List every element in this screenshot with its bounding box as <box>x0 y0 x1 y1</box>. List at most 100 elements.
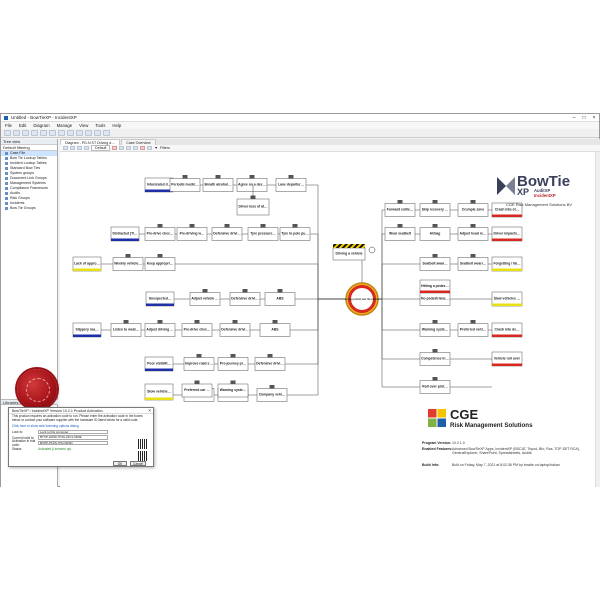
barrier-box[interactable]: Seatbelt awar… <box>419 254 451 271</box>
export-icon[interactable] <box>147 145 153 151</box>
layout-icon[interactable] <box>119 145 125 151</box>
barrier-box[interactable]: Roll over prot… <box>419 377 451 394</box>
undo-icon[interactable] <box>67 130 74 136</box>
barrier-box[interactable]: Pre-drive chec… <box>144 224 176 241</box>
lock-select[interactable]: Lock to this computer <box>38 429 108 435</box>
threat-box[interactable]: Slippery roa… <box>72 322 102 338</box>
zoom-in-icon[interactable] <box>77 145 82 151</box>
tab-diagram[interactable]: Diagram - PD-N ST Driving a ... <box>60 139 121 145</box>
barrier-box[interactable]: ABS <box>259 320 291 337</box>
barrier-box[interactable]: Preferred vehi… <box>457 320 489 337</box>
paste-icon[interactable] <box>58 130 65 136</box>
menu-manage[interactable]: Manage <box>56 123 73 128</box>
top-event-circle[interactable] <box>348 285 376 313</box>
print-icon[interactable] <box>31 130 38 136</box>
consequence-box[interactable]: Vehicle roll over <box>491 351 523 367</box>
report-icon[interactable] <box>94 130 101 136</box>
barrier-box[interactable]: Skip recovery … <box>419 200 451 217</box>
tree-item[interactable]: Bow Tie Lookup Tables <box>1 156 57 161</box>
barrier-box[interactable]: Adjust driving … <box>144 320 176 337</box>
collapse-icon[interactable] <box>133 145 139 151</box>
tree-item[interactable]: Case File <box>1 151 57 156</box>
barrier-box[interactable]: Defensive drivi… <box>219 320 251 337</box>
barrier-box[interactable]: Tyre to pole pu… <box>279 224 311 241</box>
barrier-box[interactable]: Defensive drivi… <box>229 289 261 306</box>
barrier-box[interactable]: Wear seatbelt <box>384 224 416 241</box>
escalation-box[interactable]: Hitting a pedes… <box>419 279 451 294</box>
barrier-box[interactable]: Seatbelt weari… <box>457 254 489 271</box>
barrier-box[interactable]: Pre-journey pl… <box>217 354 249 371</box>
ok-button[interactable]: OK <box>113 461 127 466</box>
consequence-box[interactable]: Driver impacts… <box>491 226 523 242</box>
tree-item[interactable]: System groups <box>1 171 57 176</box>
tree-item[interactable]: Compliance Framework <box>1 186 57 191</box>
menu-help[interactable]: Help <box>112 123 122 128</box>
filter-select[interactable]: Default filtering <box>1 145 57 151</box>
tree-item[interactable]: Management Systems <box>1 181 57 186</box>
new-icon[interactable] <box>4 130 11 136</box>
barrier-box[interactable]: Defensive drivi… <box>211 224 243 241</box>
tree-item[interactable]: Incident Lookup Tables <box>1 161 57 166</box>
activation-code-field[interactable]: BXPP-P1DS-7DLQ3D91 <box>38 440 108 446</box>
barrier-box[interactable]: Breath alcohol… <box>202 175 234 192</box>
threat-box[interactable]: Unexpected… <box>145 291 175 307</box>
threat-box[interactable]: Distracted (Ti… <box>110 226 140 242</box>
consequence-box[interactable]: Crash into de… <box>491 322 523 338</box>
close-icon[interactable]: × <box>592 114 596 121</box>
barrier-box[interactable]: Lane departur… <box>275 175 307 192</box>
cancel-button[interactable]: Cancel <box>130 461 146 466</box>
settings-icon[interactable] <box>103 130 110 136</box>
tab-case-overview[interactable]: Case Overview <box>121 139 156 145</box>
copy-icon[interactable] <box>49 130 56 136</box>
vertical-scrollbar[interactable] <box>595 152 600 487</box>
menu-tools[interactable]: Tools <box>95 123 106 128</box>
tree-item[interactable]: Audits <box>1 191 57 196</box>
barrier-box[interactable]: Adjust head re… <box>457 224 489 241</box>
menu-file[interactable]: File <box>5 123 12 128</box>
consequence-box[interactable]: Crash into ot… <box>491 202 523 218</box>
menu-view[interactable]: View <box>79 123 89 128</box>
barrier-box[interactable]: Listen to weat… <box>110 320 142 337</box>
cut-icon[interactable] <box>40 130 47 136</box>
barrier-box[interactable]: Adjust vehicle … <box>189 289 221 306</box>
threat-box[interactable]: Intoxicated d… <box>144 177 174 193</box>
redo-icon[interactable] <box>76 130 83 136</box>
barrier-box[interactable]: Warning syste… <box>217 380 249 398</box>
barrier-box[interactable]: Competence in… <box>419 349 451 366</box>
tree-item[interactable]: Standard Bow Ties <box>1 166 57 171</box>
barrier-box[interactable]: Company vehi… <box>256 385 288 402</box>
threat-box[interactable]: Poor visibilit… <box>144 356 174 372</box>
find-icon[interactable] <box>85 130 92 136</box>
tree-item[interactable]: Incidents <box>1 201 57 206</box>
barrier-box[interactable]: Periodic medic… <box>169 175 201 192</box>
barrier-box[interactable]: ABS <box>264 289 296 306</box>
barrier-box[interactable]: Keep appropri… <box>144 254 176 271</box>
highlight-icon[interactable] <box>112 145 118 151</box>
consequence-box[interactable]: Forgetting / fai… <box>491 256 523 272</box>
barrier-box[interactable]: Tyre pressure… <box>247 224 279 241</box>
threat-box[interactable]: Slow vehicle… <box>144 383 174 401</box>
barrier-box[interactable]: Warning syste… <box>419 320 451 337</box>
tree-item[interactable]: Bow Tie Groups <box>1 206 57 211</box>
save-icon[interactable] <box>22 130 29 136</box>
tree-item[interactable]: Document Link Groups <box>1 176 57 181</box>
expand-icon[interactable] <box>126 145 132 151</box>
tree-item[interactable]: Risk Groups <box>1 196 57 201</box>
maximize-icon[interactable]: □ <box>582 114 586 121</box>
zoom-out-icon[interactable] <box>84 145 89 151</box>
barrier-box[interactable]: Preferred car … <box>181 380 213 398</box>
hand-icon[interactable] <box>70 145 75 151</box>
barrier-box[interactable]: Forward collis… <box>384 200 416 217</box>
hazard-box[interactable]: Driving a vehicle <box>332 247 366 261</box>
menu-edit[interactable]: Edit <box>18 123 27 128</box>
barrier-box[interactable]: Agree on a des… <box>236 175 268 192</box>
barrier-box[interactable]: Pre-drive chec… <box>181 320 213 337</box>
barrier-box[interactable]: Defensive drivi… <box>254 354 286 371</box>
barrier-box[interactable]: Pre-driving w… <box>176 224 208 241</box>
zoom-select[interactable]: Default <box>91 145 111 151</box>
escalation-icon[interactable] <box>140 145 146 151</box>
barrier-box[interactable]: Airbag <box>419 224 451 241</box>
filter-icon[interactable]: ▼ <box>154 146 158 150</box>
open-icon[interactable] <box>13 130 20 136</box>
consequence-box[interactable]: Slow vehicles … <box>491 291 523 307</box>
